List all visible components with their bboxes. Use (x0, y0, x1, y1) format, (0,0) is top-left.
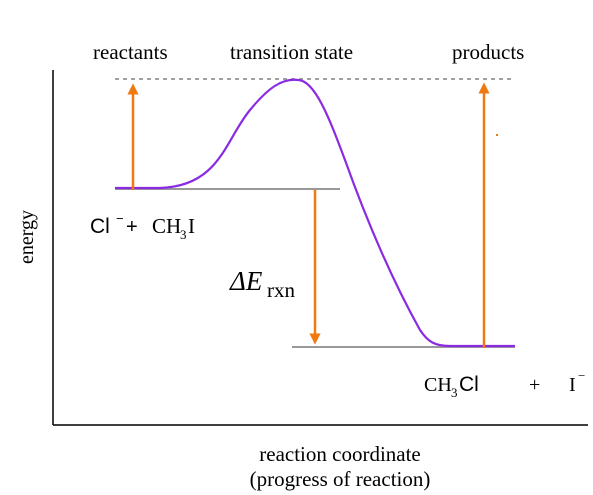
product-iodide: I (569, 374, 576, 396)
delta-e-label: ΔE (229, 266, 263, 296)
stray-mark (496, 134, 498, 136)
reactant-methyl-iodide: CH (152, 214, 181, 238)
reactant-methyl-iodide-sub: 3 (180, 227, 187, 242)
product-methyl-chloride-cl: Cl (459, 373, 479, 396)
product-methyl-chloride: CH (424, 374, 452, 396)
reactant-methyl-iodide-i: I (188, 214, 195, 238)
product-plus: + (529, 374, 540, 396)
reactants-label: reactants (93, 40, 168, 64)
transition-state-label: transition state (230, 40, 353, 64)
products-label: products (452, 40, 524, 64)
reactant-plus: + (126, 216, 138, 238)
y-axis-label: energy (16, 210, 38, 264)
x-axis-label: reaction coordinate (259, 442, 421, 466)
product-methyl-chloride-sub: 3 (451, 385, 458, 400)
x-axis-sublabel: (progress of reaction) (250, 467, 431, 491)
reaction-curve (115, 78, 515, 348)
reactant-chloride: Cl (90, 215, 110, 238)
reactant-chloride-charge: − (116, 211, 124, 226)
product-iodide-charge: − (578, 368, 585, 383)
delta-e-subscript: rxn (267, 278, 295, 302)
